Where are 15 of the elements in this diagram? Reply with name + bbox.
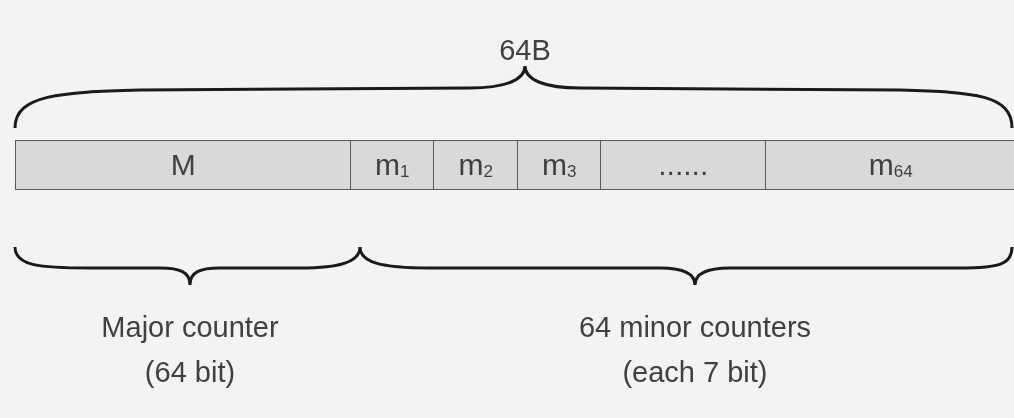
- cell-label: M: [170, 150, 196, 180]
- field-caption: Major counter (64 bit): [100, 310, 280, 390]
- counter-cell: [433, 140, 519, 190]
- size-label: 64B: [498, 33, 552, 68]
- cell-label: m$_{64}$: [868, 150, 913, 180]
- cell-label: m$_{2}$: [458, 150, 493, 180]
- cell-label: ......: [658, 150, 709, 180]
- counter-cell: [765, 140, 1014, 190]
- cell-label: m$_{1}$: [375, 150, 410, 180]
- counter-cell: [15, 140, 352, 190]
- counter-cell: [517, 140, 602, 190]
- counter-cell: [350, 140, 435, 190]
- ellipsis-cell: [600, 140, 767, 190]
- field-caption: 64 minor counters (each 7 bit): [577, 310, 813, 390]
- cell-label: m$_{3}$: [542, 150, 577, 180]
